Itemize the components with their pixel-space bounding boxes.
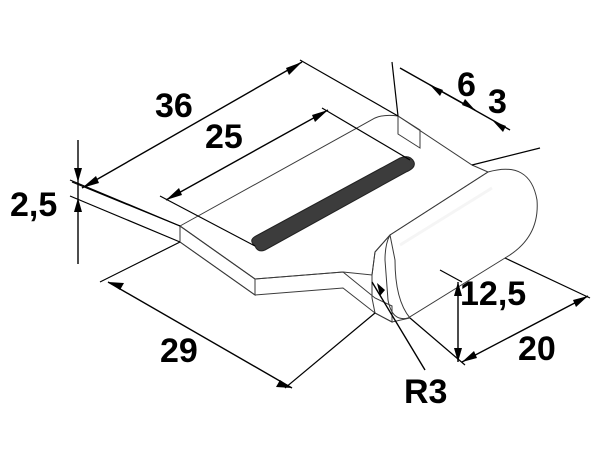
slot-opening	[251, 156, 415, 252]
dim-label-3: 3	[488, 83, 507, 121]
dim-label-12-5: 12,5	[460, 275, 526, 313]
plate-step-face	[397, 115, 421, 149]
plate-left-face	[179, 225, 256, 296]
dim-label-25: 25	[205, 118, 243, 156]
radius-transition	[371, 233, 411, 323]
dimension-12-5: 12,5	[439, 269, 526, 362]
dimension-r3: R3	[371, 281, 447, 411]
dimension-20: 20	[409, 257, 591, 368]
part-body	[179, 114, 538, 323]
dim-label-r3: R3	[404, 373, 447, 411]
dimension-36: 36	[71, 59, 399, 227]
dim-label-29: 29	[160, 332, 198, 370]
dimension-29: 29	[99, 241, 376, 389]
dimension-2-5: 2,5	[10, 140, 181, 264]
dim-label-36: 36	[155, 87, 193, 125]
dimension-6-3: 6 3	[391, 61, 541, 166]
dim-label-2-5: 2,5	[10, 186, 57, 224]
cylinder-highlight	[399, 186, 493, 247]
dimension-25: 25	[159, 107, 411, 247]
dim-label-6: 6	[457, 66, 476, 104]
dim-label-20: 20	[518, 330, 556, 368]
